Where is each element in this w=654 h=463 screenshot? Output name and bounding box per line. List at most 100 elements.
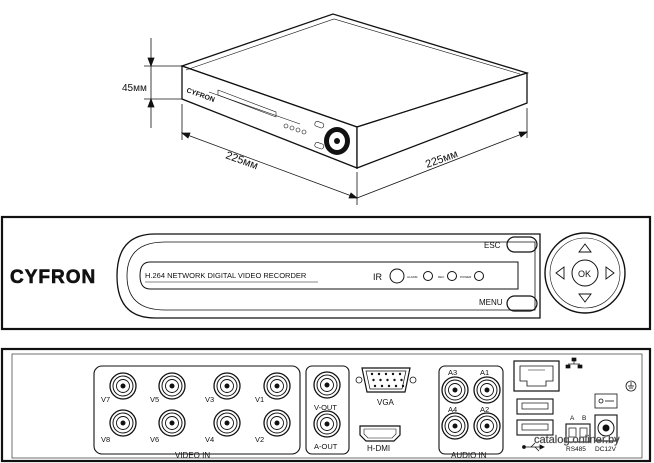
right-face (356, 72, 528, 169)
rear-panel-frame (0, 347, 652, 463)
vga-pin (380, 384, 384, 388)
vga-pin (398, 372, 402, 376)
nav-pad[interactable] (544, 232, 626, 314)
vga-port[interactable] (355, 367, 417, 393)
vga-pin (401, 384, 405, 388)
isometric-view (180, 13, 530, 169)
rs485-pin-a: A (570, 415, 575, 422)
hdmi-label: H-DMI (367, 444, 390, 453)
video-in-group (93, 365, 301, 455)
bnc-v-out[interactable] (313, 371, 341, 399)
rs485-terminal[interactable] (565, 423, 591, 443)
ir-label: IR (373, 272, 383, 282)
front-panel-frame (0, 215, 652, 331)
ok-label: OK (578, 269, 591, 279)
ir-receiver (389, 268, 405, 284)
bnc-video-input-v1[interactable] (263, 372, 291, 400)
watermark: catalog.onliner.by (534, 434, 620, 446)
aout-label: A-OUT (314, 442, 338, 451)
right-arrow-icon[interactable] (605, 266, 615, 280)
bnc-audio-input-a2[interactable] (473, 412, 501, 440)
front-bezel (116, 233, 541, 319)
network-icon (565, 357, 583, 369)
vga-pin (394, 384, 398, 388)
rs485-label: RS485 (566, 446, 586, 453)
power-label: POWER (460, 275, 472, 279)
bnc-audio-input-a3[interactable] (441, 376, 469, 404)
vga-pin (400, 378, 403, 382)
vga-pin (391, 372, 395, 376)
bnc-audio-input-a4[interactable] (441, 412, 469, 440)
usb-port-2[interactable] (516, 419, 554, 436)
depth-label: 225мм (424, 148, 460, 171)
rs485-pin-b: B (582, 415, 586, 422)
up-arrow-icon[interactable] (578, 243, 592, 253)
menu-label: MENU (479, 298, 503, 307)
bnc-video-input-v4[interactable] (213, 409, 241, 437)
ok-button[interactable] (571, 259, 599, 287)
vga-pin (377, 372, 381, 376)
audio-in-label: AUDIO IN (451, 451, 487, 460)
bnc-video-input-v8[interactable] (109, 409, 137, 437)
vga-pin (384, 372, 388, 376)
rear-panel (0, 347, 652, 463)
usb-port-1[interactable] (516, 398, 554, 415)
front-panel (0, 215, 652, 331)
rec-led (447, 271, 457, 281)
video-channel-label-v5: V5 (150, 395, 159, 404)
bnc-video-input-v2[interactable] (263, 409, 291, 437)
audio-in-group (438, 365, 504, 455)
vga-label: VGA (377, 398, 395, 407)
left-arrow-icon[interactable] (555, 266, 565, 280)
dc-power-jack[interactable] (594, 414, 618, 442)
vga-pin (386, 378, 389, 382)
menu-button[interactable] (506, 295, 538, 312)
audio-channel-label-a2: A2 (480, 405, 489, 414)
video-channel-label-v2: V2 (255, 435, 264, 444)
vga-pin (370, 372, 374, 376)
audio-channel-label-a4: A4 (448, 405, 457, 414)
video-channel-label-v6: V6 (150, 435, 159, 444)
bnc-video-input-v6[interactable] (158, 409, 186, 437)
rec-label: REC (438, 275, 445, 279)
alarm-label: ALARM (407, 275, 418, 279)
bnc-video-input-v3[interactable] (213, 372, 241, 400)
bnc-a-out[interactable] (313, 410, 341, 438)
width-dimension (180, 104, 359, 205)
vga-pin (373, 384, 377, 388)
audio-channel-label-a3: A3 (448, 368, 457, 377)
height-label: 45мм (122, 83, 147, 94)
bnc-video-input-v5[interactable] (158, 372, 186, 400)
depth-dimension (356, 108, 529, 199)
model-text: H.264 NETWORK DIGITAL VIDEO RECORDER (145, 271, 307, 280)
bnc-video-input-v7[interactable] (109, 372, 137, 400)
esc-button[interactable] (506, 236, 538, 253)
alarm-led (423, 271, 433, 281)
video-channel-label-v1: V1 (255, 395, 264, 404)
height-dimension (144, 38, 182, 128)
vga-pin (387, 384, 391, 388)
display-window (139, 261, 519, 290)
video-channel-label-v7: V7 (101, 395, 110, 404)
video-channel-label-v4: V4 (205, 435, 214, 444)
dc-polarity-icon (594, 393, 618, 409)
vga-pin (372, 378, 375, 382)
front-logo: CYFRON (10, 267, 96, 288)
width-label: 225мм (224, 150, 260, 173)
ethernet-port[interactable] (513, 360, 560, 392)
hdmi-port[interactable] (359, 425, 401, 442)
esc-label: ESC (484, 241, 501, 250)
vga-pin (379, 378, 382, 382)
video-in-label: VIDEO IN (175, 451, 210, 460)
power-led (474, 271, 484, 281)
ground-icon (625, 380, 637, 392)
vout-label: V-OUT (314, 403, 337, 412)
bnc-audio-input-a1[interactable] (473, 376, 501, 404)
vga-pin (393, 378, 396, 382)
usb-icon (522, 442, 545, 452)
dc-label: DC12V (595, 446, 617, 453)
audio-channel-label-a1: A1 (480, 368, 489, 377)
down-arrow-icon[interactable] (578, 293, 592, 303)
